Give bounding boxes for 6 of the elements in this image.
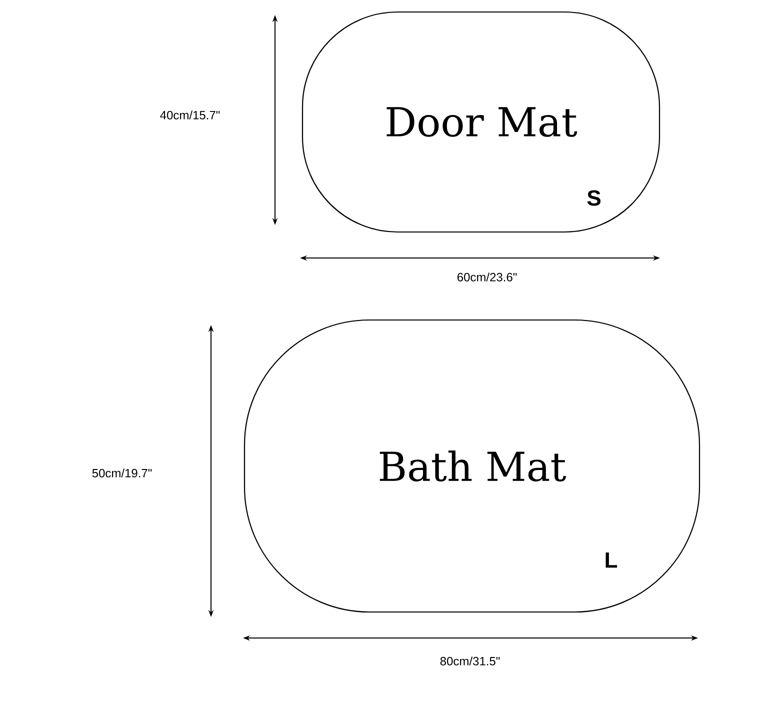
size-label: L — [606, 552, 618, 568]
dimension-label: 60cm/23.6" — [457, 272, 517, 282]
dimension-label: 50cm/19.7" — [92, 468, 152, 478]
dimension-label: 40cm/15.7" — [160, 110, 220, 120]
size-label: S — [587, 190, 600, 206]
dimension-label: 80cm/31.5" — [440, 656, 500, 666]
